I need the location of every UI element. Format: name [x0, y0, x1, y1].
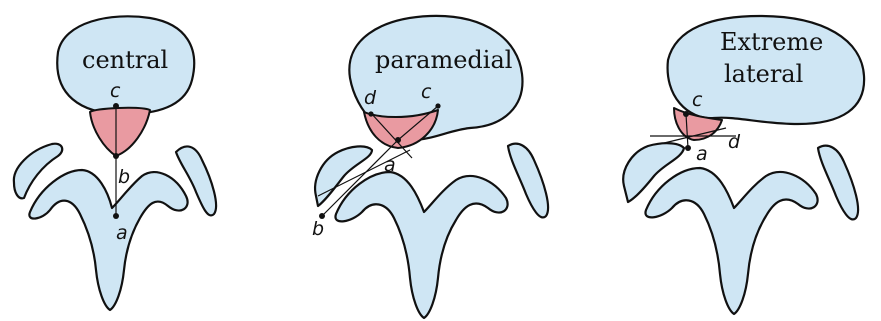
point-label-d: d — [364, 87, 377, 109]
point-label-c: c — [421, 81, 432, 103]
panel-title: paramedial — [375, 46, 512, 74]
point-label-a: a — [384, 154, 396, 176]
point-label-c: c — [692, 89, 703, 111]
panel-title-line2: lateral — [724, 60, 803, 88]
lamina-fragment-right — [818, 146, 858, 220]
point-label-b: b — [118, 166, 130, 188]
panel-paramedial: paramedial d c a b — [312, 16, 548, 318]
point-label-c: c — [110, 80, 121, 102]
posterior-arch — [29, 170, 187, 310]
posterior-arch — [645, 168, 817, 314]
point-label-a: a — [696, 143, 708, 165]
lamina-fragment-right — [508, 144, 548, 218]
point-label-b: b — [312, 218, 324, 240]
panel-title-line1: Extreme — [720, 28, 823, 56]
panel-extreme-lateral: Extreme lateral c d a — [623, 16, 864, 314]
panel-central: central c b a — [14, 16, 216, 310]
disc-herniation — [90, 108, 150, 156]
panel-title: central — [82, 46, 168, 74]
posterior-arch — [335, 172, 507, 318]
point-label-d: d — [728, 131, 741, 153]
point-label-a: a — [116, 222, 128, 244]
